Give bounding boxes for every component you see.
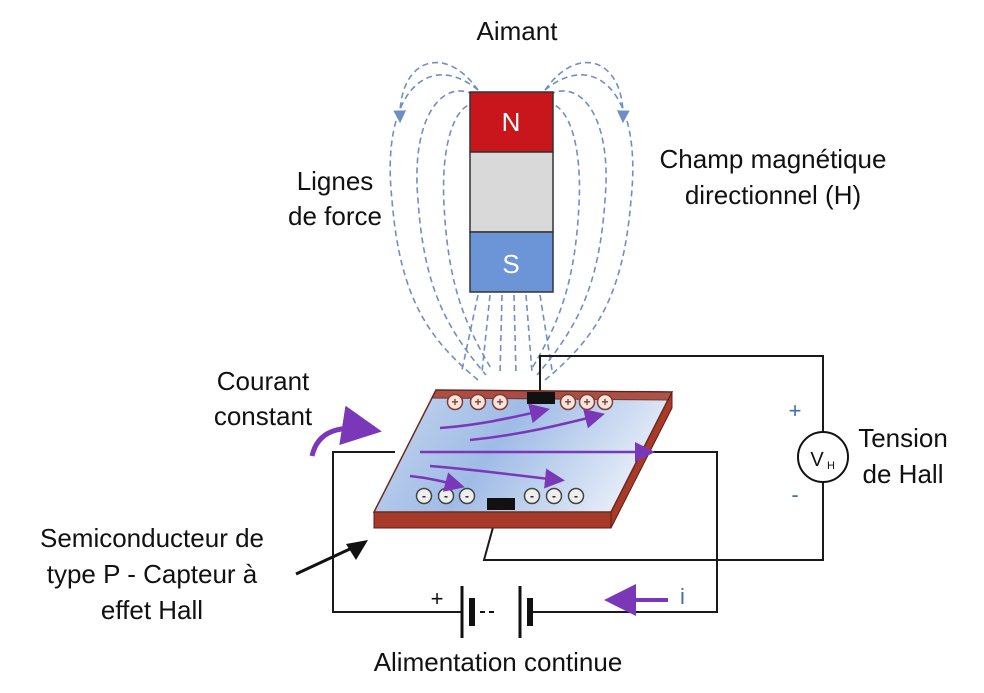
negative-charges: ------: [415, 487, 585, 505]
positive-charge: +: [469, 393, 487, 411]
negative-charge: -: [567, 487, 585, 505]
hall-voltage-label-line1: Tension: [858, 423, 948, 453]
positive-charge: +: [446, 393, 464, 411]
negative-charge: -: [437, 487, 455, 505]
south-pole-label: S: [502, 249, 519, 279]
svg-text:+: +: [583, 395, 590, 409]
svg-text:+: +: [601, 395, 608, 409]
field-lines-label-line2: de force: [288, 201, 382, 231]
north-pole-label: N: [502, 107, 521, 137]
magnet-label: Aimant: [477, 16, 559, 46]
negative-charge: -: [458, 487, 476, 505]
field-line: [481, 294, 491, 373]
field-lines-label-line1: Lignes: [297, 166, 374, 196]
current-input-arrow: [309, 405, 382, 457]
sensor-pointer-arrow: [295, 540, 368, 576]
magnet-south-pole: [469, 231, 554, 293]
carrier-arrow: [409, 472, 465, 492]
field-label-line1: Champ magnétique: [660, 144, 887, 174]
field-line: [544, 61, 630, 124]
positive-charge: +: [596, 393, 614, 411]
hall-wire-top: [539, 355, 824, 432]
svg-text:+: +: [564, 395, 571, 409]
field-line: [530, 102, 581, 371]
current-label-line2: constant: [214, 401, 313, 431]
svg-text:-: -: [552, 489, 556, 503]
voltmeter-symbol: V: [810, 449, 824, 471]
battery-plus-sign: +: [431, 586, 444, 611]
magnetic-field-lines: [389, 61, 634, 381]
voltmeter-subscript: H: [827, 460, 835, 472]
svg-text:-: -: [465, 489, 469, 503]
positive-charge: +: [559, 393, 577, 411]
positive-charge: +: [491, 393, 509, 411]
supply-wire-left: [332, 451, 462, 613]
negative-charge: -: [415, 487, 433, 505]
carrier-arrow: [429, 464, 565, 489]
plate-front-edge: [373, 511, 612, 529]
field-line: [499, 294, 503, 375]
svg-text:+: +: [451, 395, 458, 409]
current-label-line1: Courant: [217, 366, 310, 396]
hall-contact-bottom: [487, 498, 515, 510]
negative-charge: -: [523, 487, 541, 505]
battery-icon: [460, 586, 533, 638]
field-line: [389, 74, 479, 381]
sensor-label-line1: Semiconducteur de: [40, 523, 264, 553]
carrier-arrow: [469, 408, 605, 442]
magnet-body: [469, 151, 554, 233]
semiconductor-plate: + + + + + + - - - - - -: [372, 389, 674, 529]
positive-charge: +: [578, 393, 596, 411]
supply-label: Alimentation continue: [374, 647, 623, 677]
hall-wire-bottom: [482, 482, 824, 561]
current-symbol: i: [680, 584, 685, 609]
negative-charge: -: [545, 487, 563, 505]
svg-text:-: -: [574, 489, 578, 503]
voltage-plus-sign: +: [789, 398, 802, 423]
svg-text:+: +: [496, 395, 503, 409]
field-line: [539, 294, 553, 371]
svg-text:+: +: [474, 395, 481, 409]
svg-text:-: -: [444, 489, 448, 503]
svg-text:-: -: [422, 489, 426, 503]
sensor-label-line2: type P - Capteur à: [47, 559, 258, 589]
sensor-label-line3: effet Hall: [101, 595, 203, 625]
hall-voltage-label-line2: de Hall: [863, 459, 944, 489]
voltage-minus-sign: -: [791, 482, 798, 507]
field-line: [393, 61, 479, 124]
field-label-line2: directionnel (H): [685, 180, 861, 210]
field-line: [416, 90, 487, 376]
field-line: [536, 90, 607, 376]
magnet-north-pole: [469, 91, 554, 153]
field-line: [525, 294, 533, 373]
carrier-flow-arrows: [409, 403, 655, 492]
voltmeter-icon: V H: [797, 431, 849, 483]
magnet-icon: N S: [469, 91, 554, 293]
field-line: [461, 294, 479, 371]
svg-text:-: -: [530, 489, 534, 503]
field-line: [442, 102, 493, 371]
hall-contact-top: [527, 392, 555, 404]
field-line: [544, 74, 634, 381]
field-line: [513, 294, 517, 375]
carrier-arrow: [439, 403, 550, 430]
